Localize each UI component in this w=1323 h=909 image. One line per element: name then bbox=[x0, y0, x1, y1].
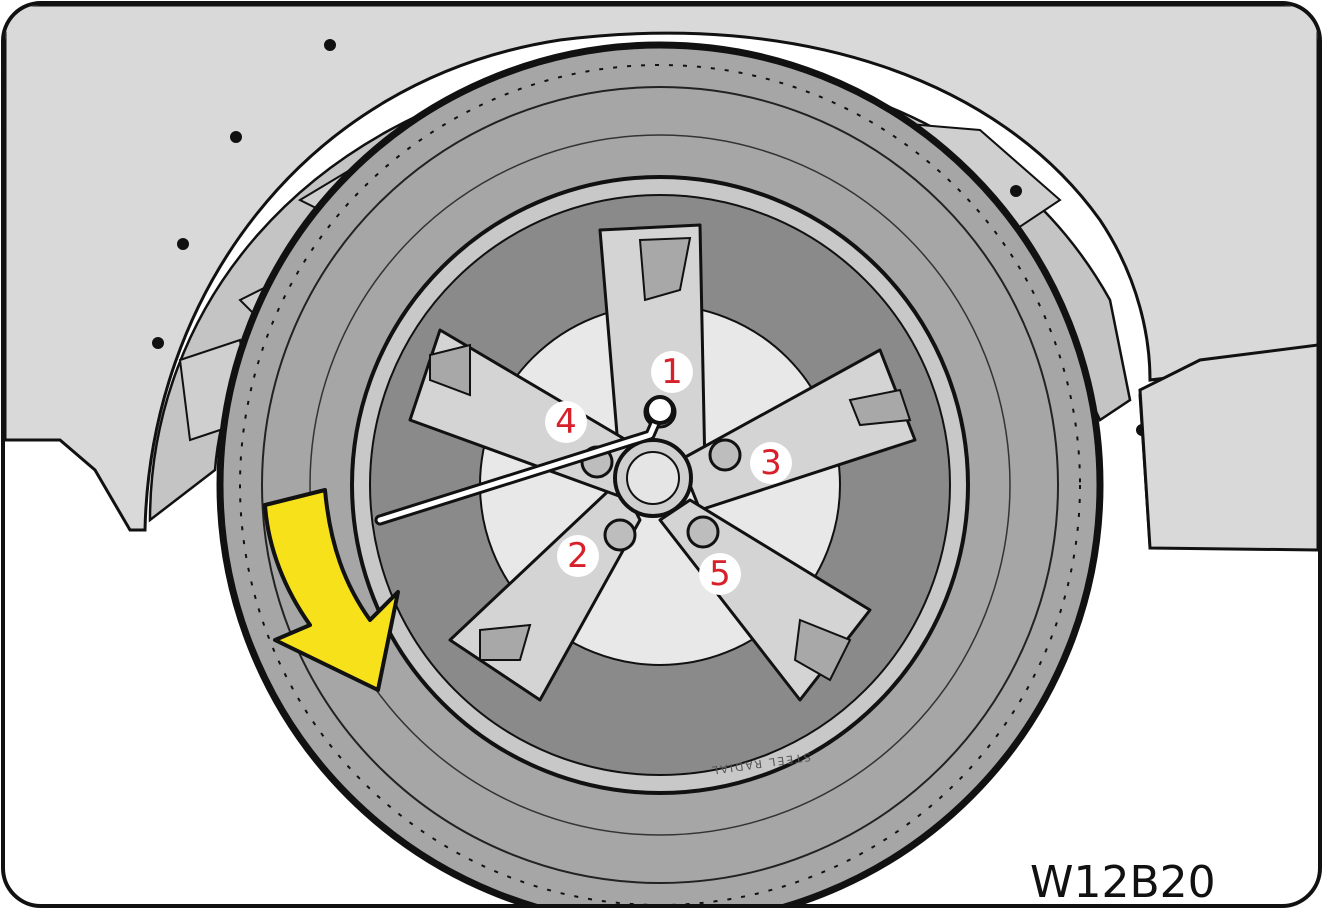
lug-order-label-2: 2 bbox=[557, 535, 599, 577]
svg-text:4: 4 bbox=[555, 402, 577, 442]
tire-tread-ring bbox=[239, 64, 1081, 904]
hub-center-cap bbox=[626, 451, 680, 505]
svg-text:2: 2 bbox=[567, 536, 589, 576]
tire-bead-line bbox=[309, 134, 1011, 836]
lug-nut-3 bbox=[708, 438, 742, 472]
lug-nut-5 bbox=[686, 515, 720, 549]
lug-order-label-3: 3 bbox=[750, 442, 792, 484]
rear-body-panel bbox=[1138, 343, 1318, 552]
svg-text:3: 3 bbox=[760, 443, 782, 483]
curved-arrow-icon bbox=[263, 488, 400, 692]
spoke-cutouts bbox=[429, 236, 912, 682]
lug-wrench-icon bbox=[374, 395, 675, 526]
lug-order-label-5: 5 bbox=[699, 553, 741, 595]
figure-code: W12B20 bbox=[1030, 857, 1216, 908]
svg-text:1: 1 bbox=[661, 352, 683, 392]
lug-nut-2 bbox=[603, 518, 637, 552]
lug-order-label-1: 1 bbox=[651, 351, 693, 393]
tire-sidewall-line bbox=[261, 86, 1059, 884]
front-fender bbox=[5, 5, 1318, 532]
svg-text:5: 5 bbox=[709, 554, 731, 594]
lug-order-label-4: 4 bbox=[545, 401, 587, 443]
